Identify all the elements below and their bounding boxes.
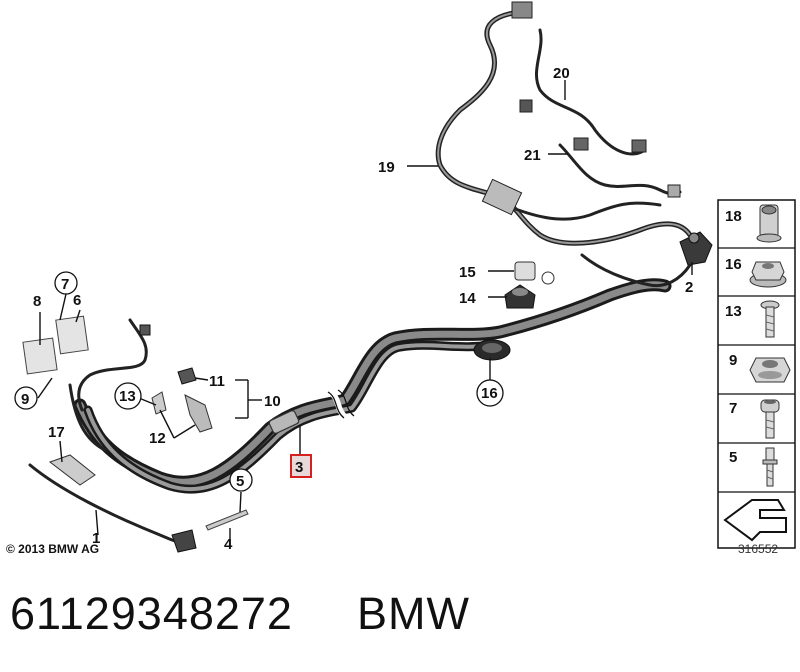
legend-item-16: 16	[725, 256, 742, 273]
assembly-arrow-icon	[723, 499, 787, 542]
callout-15: 15	[459, 264, 476, 281]
callout-10: 10	[264, 393, 281, 410]
callout-19: 19	[378, 159, 395, 176]
callout-14: 14	[459, 290, 476, 307]
callout-3: 3	[295, 459, 303, 476]
callout-circle-13	[114, 382, 142, 410]
callout-7: 7	[61, 276, 69, 293]
part-number: 61129348272	[10, 588, 293, 639]
callout-circle-9	[14, 386, 38, 410]
callout-2: 2	[685, 279, 693, 296]
fastener-legend: 18 16 13 9 7 5	[717, 199, 796, 549]
copyright-text: © 2013 BMW AG	[6, 542, 99, 556]
callout-5: 5	[236, 473, 244, 490]
legend-item-5: 5	[729, 449, 737, 466]
callout-12: 12	[149, 430, 166, 447]
callout-13: 13	[119, 388, 136, 405]
legend-item-18: 18	[725, 208, 742, 225]
flange-nut-icon	[749, 261, 787, 288]
leader-lines	[37, 80, 693, 545]
legend-item-7: 7	[729, 400, 737, 417]
image-number: 316552	[738, 542, 778, 556]
callout-6: 6	[73, 292, 81, 309]
callout-circle-16	[476, 379, 504, 407]
brand-name: BMW	[357, 588, 470, 639]
legend-item-9: 9	[729, 352, 737, 369]
legend-item-13: 13	[725, 303, 742, 320]
callouts: 1 2 3 4 5 6 7 8 9 10 11 12 13 14 15 16 1…	[14, 65, 693, 553]
callout-17: 17	[48, 424, 65, 441]
left-components	[22, 315, 249, 553]
callout-16: 16	[481, 385, 498, 402]
highlight-box-3	[290, 454, 312, 478]
hex-nut-icon	[749, 357, 791, 383]
callout-11: 11	[209, 373, 225, 390]
callout-circle-7	[54, 271, 78, 295]
upper-harness	[435, 1, 693, 246]
socket-bolt-icon	[760, 399, 780, 439]
stud-icon	[762, 447, 778, 487]
callout-circle-5	[229, 468, 253, 492]
bolt-icon	[760, 300, 780, 338]
callout-8: 8	[33, 293, 41, 310]
callout-20: 20	[553, 65, 570, 82]
callout-9: 9	[21, 391, 29, 408]
callout-21: 21	[524, 147, 541, 164]
battery-cable-harness	[73, 278, 672, 494]
nut-and-sleeve	[504, 261, 555, 309]
callout-4: 4	[224, 536, 233, 553]
terminal-clamp	[580, 231, 713, 288]
footer: 61129348272 BMW	[0, 580, 800, 672]
parts-diagram: 1 2 3 4 5 6 7 8 9 10 11 12 13 14 15 16 1…	[6, 1, 796, 556]
sleeve-nut-icon	[756, 204, 782, 243]
callout-1: 1	[92, 530, 100, 547]
